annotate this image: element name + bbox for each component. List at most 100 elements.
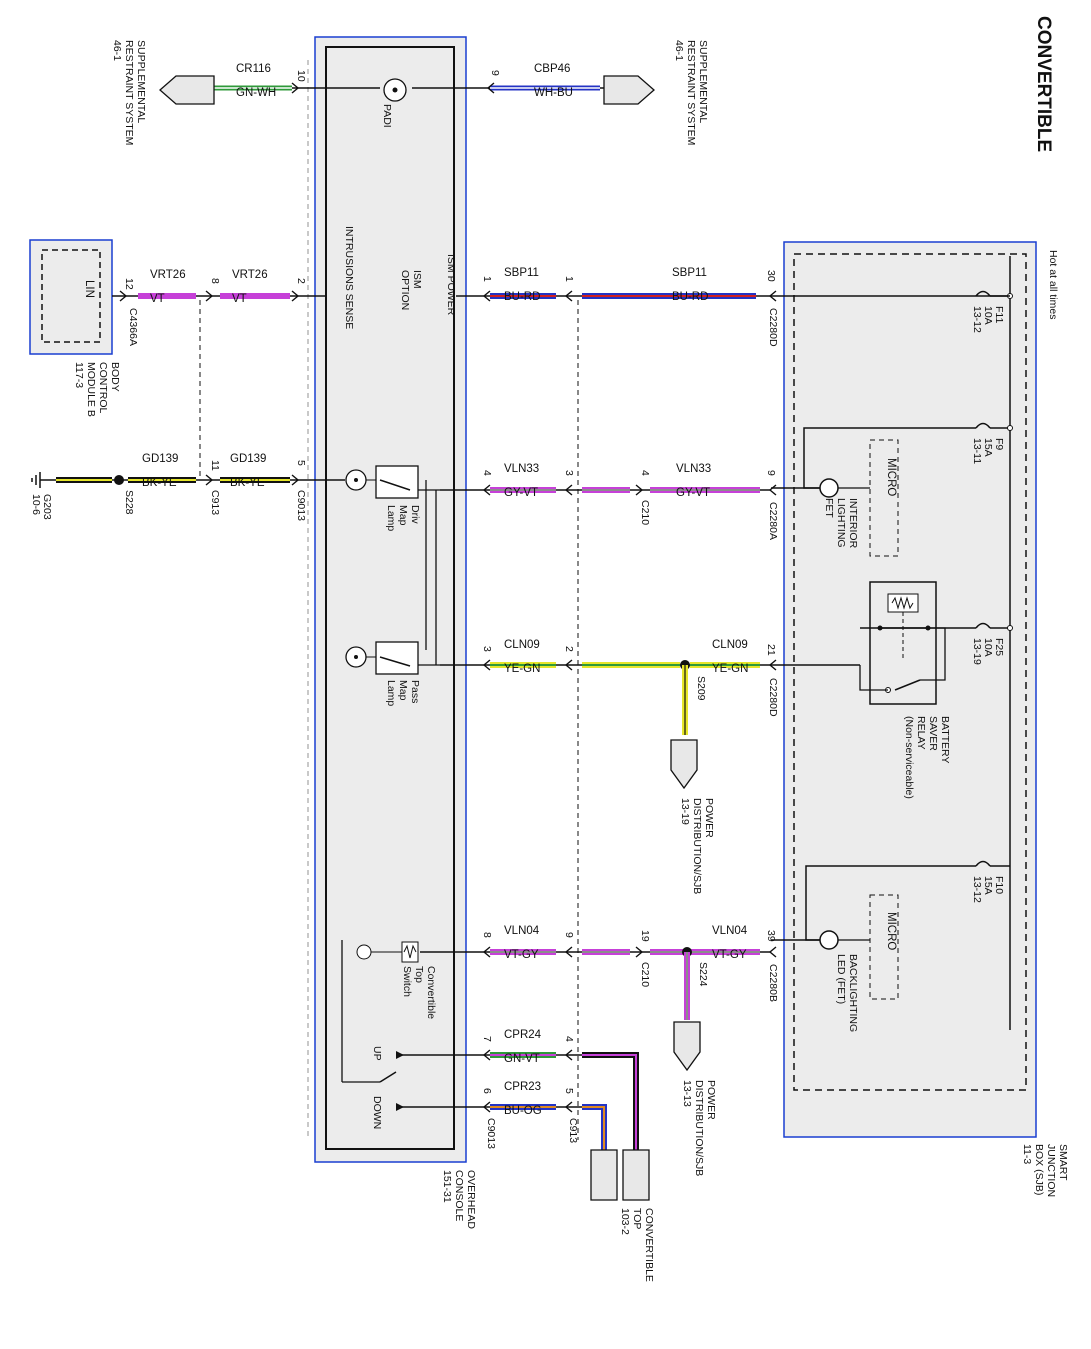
- pin-p12: 12: [123, 278, 135, 290]
- fuse-f11-label-line-2: 10A: [982, 306, 994, 325]
- interior-fet-label-line-2: LIGHTING: [835, 498, 847, 548]
- wire-vln04a-color: VT-GY: [504, 949, 539, 961]
- micro-box-1: [869, 439, 899, 557]
- pin-p9: 9: [489, 70, 501, 76]
- wire-vln04a-circuit: VLN04: [504, 925, 540, 937]
- fuse-f11-label-line-1: F11: [993, 306, 1005, 323]
- wire-sbp11a-color: BU-RD: [504, 291, 540, 303]
- srs-right-label-line-1: SUPPLEMENTAL: [697, 40, 709, 123]
- srs-right-label-line-3: 46-1: [673, 40, 685, 61]
- overhead-inner: [325, 46, 455, 1150]
- pass-lamp-label-line-2: Map: [397, 680, 409, 701]
- driv-lamp-label-line-2: Map: [397, 505, 409, 526]
- fuse-f10-label-line-1: F10: [993, 876, 1005, 894]
- micro-box-2: [869, 894, 899, 1000]
- down-label: DOWN: [371, 1096, 383, 1129]
- overhead-label-line-2: CONSOLE: [453, 1170, 465, 1221]
- connector-arrow: [564, 290, 573, 302]
- wire-cpr24-circuit: CPR24: [504, 1029, 542, 1041]
- bcm-label-line-2: CONTROL: [97, 362, 109, 413]
- overhead-console-box: [314, 36, 467, 1163]
- fuse-f9-label-line-3: 13-11: [971, 438, 983, 464]
- wire-sbp11b-color: BU-RD: [672, 291, 708, 303]
- pin-p2b: 2: [563, 646, 575, 652]
- wire-cln09b-circuit: CLN09: [712, 639, 748, 651]
- connector-arrow: [564, 946, 573, 958]
- wire-vln33a-color: GY-VT: [504, 487, 538, 499]
- wire-vln04b-color: VT-GY: [712, 949, 747, 961]
- pass-lamp-label-line-1: Pass: [409, 680, 421, 703]
- conn-s224: S224: [697, 962, 709, 987]
- pin-p4c: 4: [563, 1036, 575, 1042]
- pd-1313-label-line-3: 13-13: [681, 1080, 693, 1107]
- pin-p5b: 5: [563, 1088, 575, 1094]
- wire-cpr23-color: BU-OG: [504, 1105, 542, 1117]
- pin-p1a: 1: [481, 276, 493, 282]
- connector-arrow: [482, 484, 491, 496]
- connector-arrow: [205, 474, 214, 486]
- interior-fet-label-line-3: FET: [823, 498, 835, 518]
- srs-right-connector: [603, 75, 655, 105]
- wire-vrt26b-color: VT: [232, 293, 247, 305]
- pin-p9b: 9: [765, 470, 777, 476]
- pin-p9c: 9: [563, 932, 575, 938]
- connector-arrow: [119, 290, 128, 302]
- ism-power-label: ISM POWER: [445, 254, 457, 316]
- interior-fet-icon: [819, 478, 839, 498]
- lin-label: LIN: [83, 280, 95, 298]
- overhead-label-line-3: 151-31: [441, 1170, 453, 1203]
- conn-c913-2: C913: [567, 1118, 579, 1143]
- wire-gd139a-circuit: GD139: [142, 453, 178, 465]
- convertible-top-switch: [341, 940, 419, 1111]
- pd-1319-label-line-2: DISTRIBUTION/SJB: [691, 798, 703, 894]
- relay-label-line-1: BATTERY: [939, 716, 951, 763]
- backlight-fet-icon: [819, 930, 839, 950]
- bcm-label-line-1: BODY: [109, 362, 121, 392]
- srs-left-connector: [159, 75, 215, 105]
- connector-arrow: [482, 946, 491, 958]
- top-switch-label-line-2: Top: [413, 966, 425, 983]
- pass-lamp-label-line-3: Lamp: [385, 680, 397, 706]
- conn-c4366a: C4366A: [127, 308, 139, 346]
- pd-1319-label-line-1: POWER: [703, 798, 715, 838]
- connector-arrow: [486, 82, 495, 94]
- conn-c2280d: C2280D: [767, 308, 779, 347]
- driv-lamp-label-line-3: Lamp: [385, 505, 397, 531]
- wire-cbp46-color: WH-BU: [534, 87, 573, 99]
- conv-top-label-line-3: 103-2: [619, 1208, 631, 1235]
- connector-arrow: [291, 474, 300, 486]
- overhead-label-line-1: OVERHEAD: [465, 1170, 477, 1229]
- wire-vln33b-circuit: VLN33: [676, 463, 711, 475]
- fuse-f9-label-line-2: 15A: [982, 438, 994, 457]
- wire-cr116-color: GN-WH: [236, 87, 276, 99]
- pin-p7: 7: [481, 1036, 493, 1042]
- pin-p19: 19: [639, 930, 651, 942]
- interior-fet-label-line-1: INTERIOR: [847, 498, 859, 549]
- sjb-label-line-1: SMART: [1057, 1144, 1069, 1181]
- pin-p1b: 1: [563, 276, 575, 282]
- connector-arrow: [482, 290, 491, 302]
- conn-s228: S228: [123, 490, 135, 515]
- padi-label: PADI: [381, 104, 393, 128]
- pin-p10: 10: [295, 70, 307, 82]
- relay-label-line-4: (Non-serviceable): [903, 716, 915, 799]
- wire-cr116-circuit: CR116: [236, 63, 271, 75]
- pin-p11: 11: [209, 460, 221, 471]
- wire-vrt26a-color: VT: [150, 293, 165, 305]
- sjb-module-box: [783, 241, 1037, 1138]
- wire-gd139b-circuit: GD139: [230, 453, 266, 465]
- wire-vrt26a-circuit: VRT26: [150, 269, 186, 281]
- wire-vln04b-circuit: VLN04: [712, 925, 748, 937]
- connector-arrow: [564, 1049, 573, 1061]
- conv-top-connector-2: [622, 1149, 650, 1201]
- sjb-label-line-3: BOX (SJB): [1033, 1144, 1045, 1195]
- pin-p3b: 3: [481, 646, 493, 652]
- conn-c2280a: C2280A: [767, 502, 779, 540]
- pin-p21: 21: [765, 644, 777, 656]
- ism-option-label-line-2: OPTION: [399, 270, 411, 310]
- conv-top-connector-1: [590, 1149, 618, 1201]
- micro-label-2: MICRO: [885, 912, 897, 950]
- sjb-label-line-2: JUNCTION: [1045, 1144, 1057, 1197]
- connector-arrow: [768, 290, 777, 302]
